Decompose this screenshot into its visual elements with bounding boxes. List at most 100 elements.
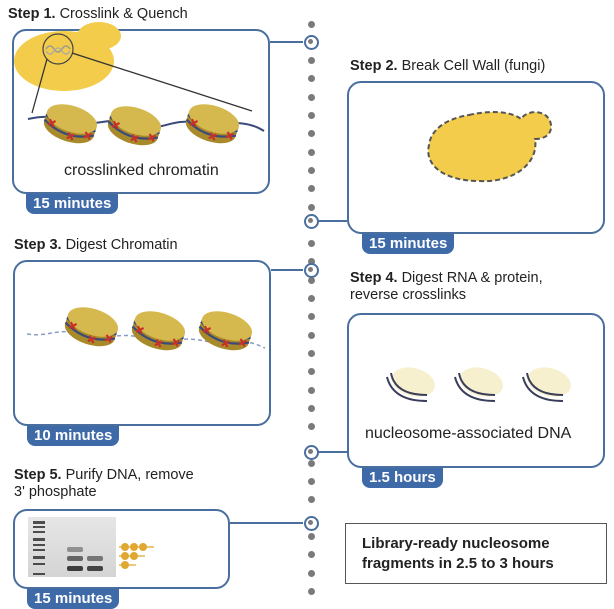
nucleosome-fragment-icon [130, 552, 138, 560]
timeline-dot [307, 459, 315, 467]
gel-sample-band [67, 566, 83, 571]
step-1-number: Step 1. [8, 6, 56, 22]
gel-ladder-band [33, 556, 45, 559]
gel-ladder-band [33, 538, 45, 541]
timeline-connector [271, 269, 303, 271]
timeline-dot [307, 75, 315, 83]
timeline-dot [307, 386, 315, 394]
gel-sample-band [67, 547, 83, 552]
gel-ladder-band [33, 549, 45, 551]
timeline-dot [307, 112, 315, 119]
nucleosome-dna-illustration [386, 367, 571, 402]
digested-chromatin-illustration [26, 307, 266, 351]
magnify-circle-icon [42, 33, 74, 65]
timeline-dot [307, 532, 315, 540]
timeline-dot [307, 240, 315, 248]
timeline-dot [307, 404, 315, 412]
gel-ladder-band [33, 526, 45, 528]
crosslinked-chromatin-illustration [14, 22, 265, 146]
nucleosome-dna-icon [386, 367, 435, 402]
result-line1: Library-ready nucleosome [362, 535, 550, 552]
nucleosome-fragment-icon [121, 552, 129, 560]
nucleosome-icon [131, 311, 186, 351]
timeline-dot [307, 551, 315, 559]
nucleosome-icon [64, 307, 119, 347]
nucleosome-dna-icon [522, 367, 571, 402]
gel-ladder-band [33, 544, 45, 546]
result-line2: fragments in 2.5 to 3 hours [362, 555, 554, 572]
step-5-label-line2: 3' phosphate [14, 484, 97, 500]
step-3-duration-badge: 10 minutes [27, 426, 120, 446]
step-4-title: Step 4. Digest RNA & protein, reverse cr… [350, 270, 543, 304]
gel-sample-band [87, 566, 103, 571]
nucleosome-icon [185, 104, 240, 144]
step-2-label: Break Cell Wall (fungi) [401, 58, 546, 74]
timeline-step-marker [303, 444, 319, 460]
timeline-dot [307, 313, 315, 321]
step-3-panel [13, 260, 271, 426]
result-box: Library-ready nucleosome fragments in 2.… [345, 523, 607, 584]
timeline-dot [307, 185, 315, 193]
step-5-duration-badge: 15 minutes [27, 589, 120, 609]
step-2-number: Step 2. [350, 58, 398, 74]
step-3-number: Step 3. [14, 237, 62, 253]
timeline-connector [318, 451, 347, 453]
gel-sample-band [67, 556, 83, 561]
gel-illustration [28, 517, 154, 577]
step-4-panel: nucleosome-associated DNA [347, 313, 605, 468]
step-4-label-line2: reverse crosslinks [350, 287, 467, 303]
nucleosome-icon [43, 104, 98, 144]
timeline-dot [307, 203, 315, 211]
step-5-panel [13, 509, 230, 589]
step-1-title: Step 1. Crosslink & Quench [8, 6, 188, 23]
nucleosome-icon [107, 106, 162, 146]
broken-cell-wall-illustration [427, 111, 553, 183]
timeline-dot [307, 569, 315, 577]
timeline-dot [307, 166, 315, 174]
timeline-dot [307, 368, 315, 376]
step-4-duration-badge: 1.5 hours [362, 468, 443, 488]
timeline-dot [307, 258, 315, 266]
nucleosome-fragment-icon [121, 543, 129, 551]
gel-ladder-band [33, 521, 45, 524]
timeline-dot [307, 130, 315, 138]
step-4-label-line1: Digest RNA & protein, [401, 270, 543, 286]
step-5-number: Step 5. [14, 467, 62, 483]
gel-ladder-band [33, 563, 45, 565]
timeline-dot [307, 20, 315, 28]
timeline-dot [307, 331, 315, 339]
timeline-dot [307, 478, 315, 485]
step-4-number: Step 4. [350, 270, 398, 286]
step-2-title: Step 2. Break Cell Wall (fungi) [350, 58, 545, 75]
step-5-title: Step 5. Purify DNA, remove 3' phosphate [14, 467, 194, 501]
step-2-panel [347, 81, 605, 234]
timeline-dot [307, 93, 315, 101]
timeline-dot [307, 57, 315, 65]
timeline-dot [307, 423, 315, 431]
timeline-dot [307, 276, 315, 284]
timeline-step-marker [303, 515, 319, 531]
nucleosome-fragment-icon [139, 543, 147, 551]
timeline-step-marker [303, 262, 319, 278]
nucleosome-fragment-icon [130, 543, 138, 551]
nucleosome-fragment-icon [121, 561, 129, 569]
timeline-connector [230, 522, 303, 524]
yeast-cell-dashed-icon [427, 111, 553, 183]
step-4-caption: nucleosome-associated DNA [365, 425, 572, 442]
step-5-label-line1: Purify DNA, remove [65, 467, 194, 483]
gel-ladder-band [33, 573, 45, 575]
timeline-dot [307, 349, 315, 357]
step-1-label: Crosslink & Quench [59, 6, 188, 22]
timeline-connector [270, 41, 303, 43]
gel-ladder-band [33, 531, 45, 533]
timeline-dot [307, 295, 315, 302]
timeline-dot [307, 496, 315, 504]
nucleosome-icon [198, 311, 253, 351]
step-2-duration-badge: 15 minutes [362, 234, 455, 254]
step-3-label: Digest Chromatin [65, 237, 178, 253]
timeline-dot [307, 148, 315, 156]
timeline-dot [307, 587, 315, 595]
timeline-step-marker [303, 213, 319, 229]
step-1-duration-badge: 15 minutes [26, 194, 119, 214]
nucleosome-dna-icon [454, 367, 503, 402]
